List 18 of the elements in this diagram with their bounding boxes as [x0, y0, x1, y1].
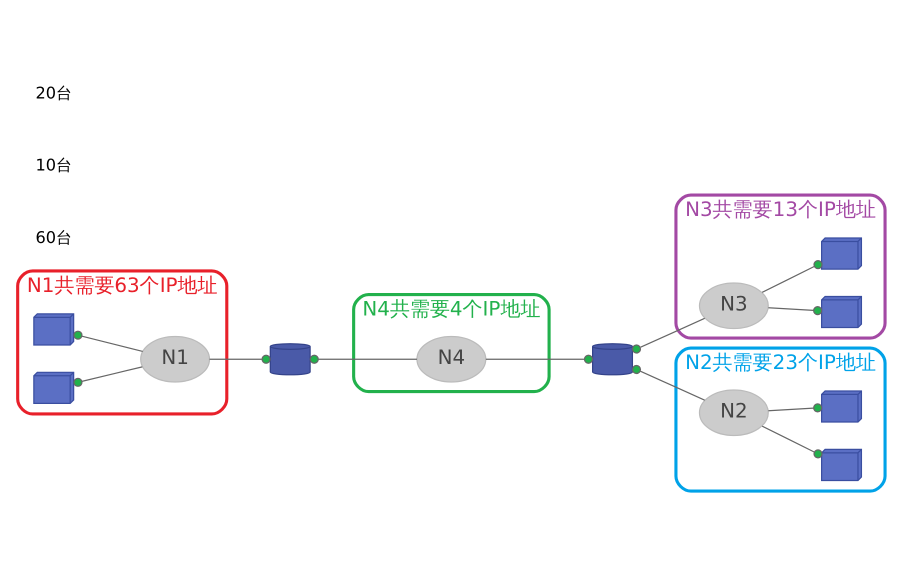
connector [73, 330, 143, 352]
node-ellipse: N1 [140, 335, 210, 382]
connector [210, 354, 271, 364]
connector [762, 425, 823, 458]
label: 10台 [35, 155, 72, 174]
node-ellipse: N4 [416, 335, 486, 382]
node-ellipse: N2 [698, 388, 769, 436]
connector [768, 402, 822, 412]
connector [632, 317, 705, 354]
connector [310, 354, 417, 364]
connector [632, 364, 705, 400]
connector [768, 306, 822, 315]
label: 20台 [35, 83, 72, 102]
connector [762, 260, 823, 292]
node-ellipse: N3 [698, 282, 769, 329]
label: 60台 [35, 227, 72, 246]
connector [486, 354, 594, 364]
connector [73, 366, 142, 386]
